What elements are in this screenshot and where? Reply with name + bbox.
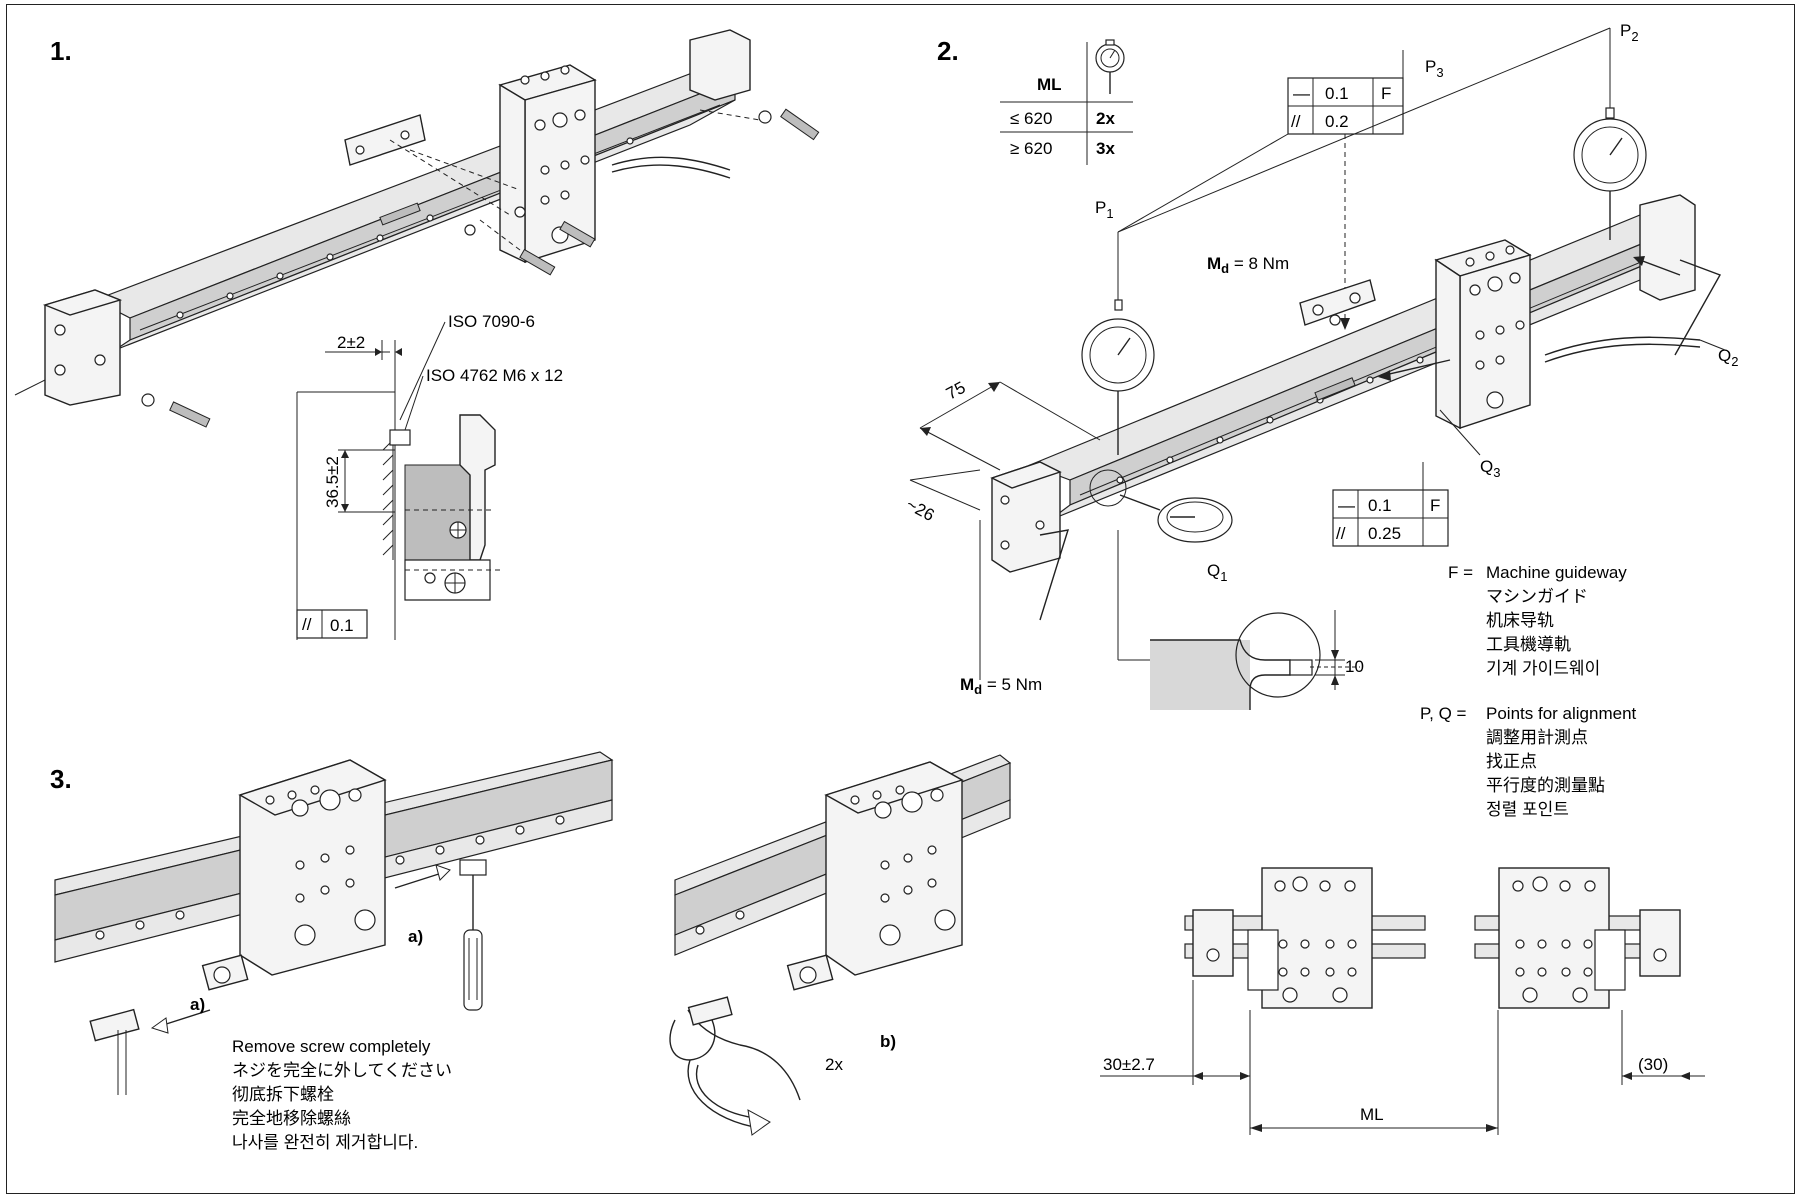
note-line3: 彻底拆下螺栓 [232,1085,334,1104]
step2-rail-holes [1116,336,1474,484]
step1-mounting-plate [344,114,426,166]
table-row1-count: 2x [1096,109,1115,128]
legend-f-line4: 工具機導軌 [1486,635,1571,654]
label-2x: 2x [825,1055,843,1074]
table-row1-ml: ≤ 620 [1010,109,1052,128]
figure-frame [6,4,1795,1194]
tol-top-row1-datum: F [1381,84,1391,103]
dim-height-label: 36.5±2 [323,456,342,508]
label-a-lower: a) [190,995,205,1014]
screwdriver-icon [459,859,487,1011]
step-1-number: 1. [50,36,72,66]
ml-count-table: ML ≤ 620 2x ≥ 620 3x [1000,39,1133,165]
legend-f-line1: Machine guideway [1486,563,1627,582]
dim-26: ~26 [903,495,937,525]
tol-bottom-row1-datum: F [1430,496,1440,515]
step2-scale-assembly [990,194,1722,621]
p3-label: P3 [1425,57,1444,80]
legend-pq-line4: 平行度的測量點 [1486,776,1605,795]
tol-top-row2-symbol: // [1291,112,1301,131]
tolerance-frame-bottom: — 0.1 F // 0.25 [1332,462,1449,547]
q2-label: Q2 [1718,346,1738,369]
dim-left-30: 30±2.7 [1103,1055,1155,1074]
legend-f-line5: 기계 가이드웨이 [1486,659,1600,678]
tol-parallel-symbol: // [302,615,312,634]
q3-label: Q3 [1480,457,1500,480]
scale-profile-section [404,464,481,561]
table-header-ml: ML [1037,75,1062,94]
hex-key-right [1674,259,1722,356]
note-line4: 完全地移除螺絲 [232,1109,351,1128]
iso-plate-label: ISO 7090-6 [448,312,535,331]
note-line2: ネジを完全に外してください [232,1061,452,1080]
table-row2-count: 3x [1096,139,1115,158]
dial-gauge-table-icon [1095,39,1125,94]
ml-front-view: 30±2.7 (30) ML [1100,867,1705,1135]
iso-screw-label: ISO 4762 M6 x 12 [426,366,563,385]
tol-bottom-row2-symbol: // [1336,524,1346,543]
legend-pq-key: P, Q = [1420,704,1467,723]
label-a-upper: a) [408,927,423,946]
tolerance-frame-top: — 0.1 F // 0.2 [1287,50,1404,330]
tol-top-row1-symbol: — [1293,84,1310,103]
step-2-number: 2. [937,36,959,66]
machine-wall-hatch [382,439,394,560]
dim-gap-label: 2±2 [337,333,365,352]
dial-gauge-q1 [1089,469,1233,543]
hand-outline [687,1009,801,1101]
legend-f-line2: マシンガイド [1486,587,1588,606]
legend-pq-line2: 調整用計測点 [1486,728,1588,747]
legend-pq-line1: Points for alignment [1486,704,1637,723]
dim-right-30: (30) [1638,1055,1668,1074]
dim-ml: ML [1360,1105,1384,1124]
legend-pq-line3: 找正点 [1486,752,1537,771]
step1-screws [141,108,820,428]
step3-left-rail-holes [95,815,565,940]
legend-f-line3: 机床导轨 [1486,611,1554,630]
step1-scale-assembly [14,29,820,428]
step3-right-view [669,754,1012,1136]
legend-pq-line5: 정렬 포인트 [1486,800,1569,819]
step1-scanning-head [498,64,597,264]
p2-label: P2 [1620,21,1639,44]
step3-note: Remove screw completely ネジを完全に外してください 彻底… [232,1037,452,1152]
q1-label: Q1 [1207,561,1227,584]
p1-label: P1 [1095,198,1114,221]
step2-scanning-head [1434,239,1532,430]
dial-gauge-p1 [1081,299,1155,455]
probe-detail: 10 [1117,530,1364,710]
tol-bottom-row1-symbol: — [1338,496,1355,515]
md-top-label: Md = 8 Nm [1207,254,1289,276]
table-row2-ml: ≥ 620 [1010,139,1052,158]
tol-top-row2-value: 0.2 [1325,112,1349,131]
dim-10: 10 [1345,657,1364,676]
legend-f-key: F = [1448,563,1473,582]
tol-top-row1-value: 0.1 [1325,84,1349,103]
label-b: b) [880,1032,896,1051]
step3-left-view [54,751,614,1095]
step1-section-detail: 2±2 ISO 7090-6 ISO 4762 M6 x 12 36.5±2 [296,312,563,640]
note-line5: 나사를 완전히 제거합니다. [232,1133,418,1152]
tol-bottom-row1-value: 0.1 [1368,496,1392,515]
legend-f: F = Machine guideway マシンガイド 机床导轨 工具機導軌 기… [1448,563,1627,678]
md-bottom-label: Md = 5 Nm [960,675,1042,697]
tol-bottom-row2-value: 0.25 [1368,524,1401,543]
dial-gauge-p2 [1573,107,1647,240]
hex-key-left [1039,529,1070,621]
legend-pq: P, Q = Points for alignment 調整用計測点 找正点 平… [1420,704,1637,819]
step-3-number: 3. [50,764,72,794]
step1-parallel-tolerance-frame [296,609,368,639]
note-line1: Remove screw completely [232,1037,431,1056]
dim-75: 75 [943,378,969,404]
tol-parallel-value: 0.1 [330,616,354,635]
